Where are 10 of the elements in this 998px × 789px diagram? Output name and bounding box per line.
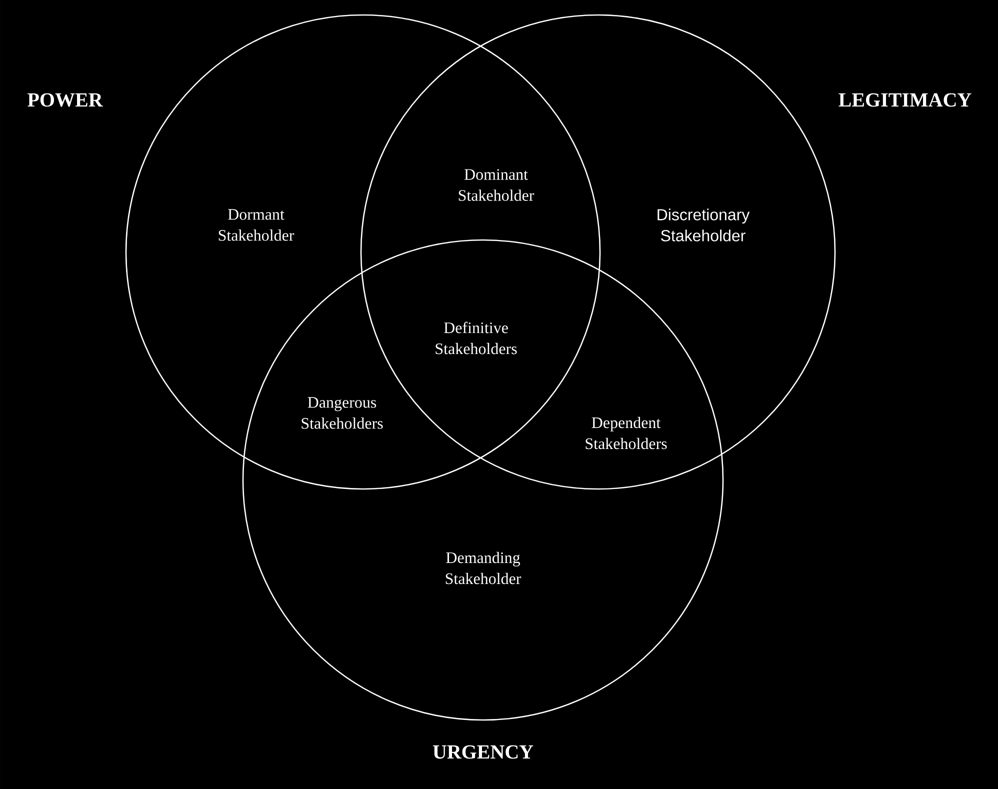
circle-heading: POWER <box>28 93 103 107</box>
circle-heading: LEGITIMACY <box>838 93 972 107</box>
region-label: Dependent Stakeholders <box>586 416 667 450</box>
region-label: Demanding Stakeholder <box>446 552 522 584</box>
region-label: Dangerous Stakeholders <box>302 397 383 429</box>
region-label: Dormant Stakeholder <box>218 209 294 241</box>
region-label: Discretionary Stakeholder <box>658 208 750 242</box>
region-label: Definitive Stakeholders <box>436 322 517 354</box>
region-label: Dominant Stakeholder <box>458 169 534 201</box>
circle-heading: URGENCY <box>432 745 534 759</box>
